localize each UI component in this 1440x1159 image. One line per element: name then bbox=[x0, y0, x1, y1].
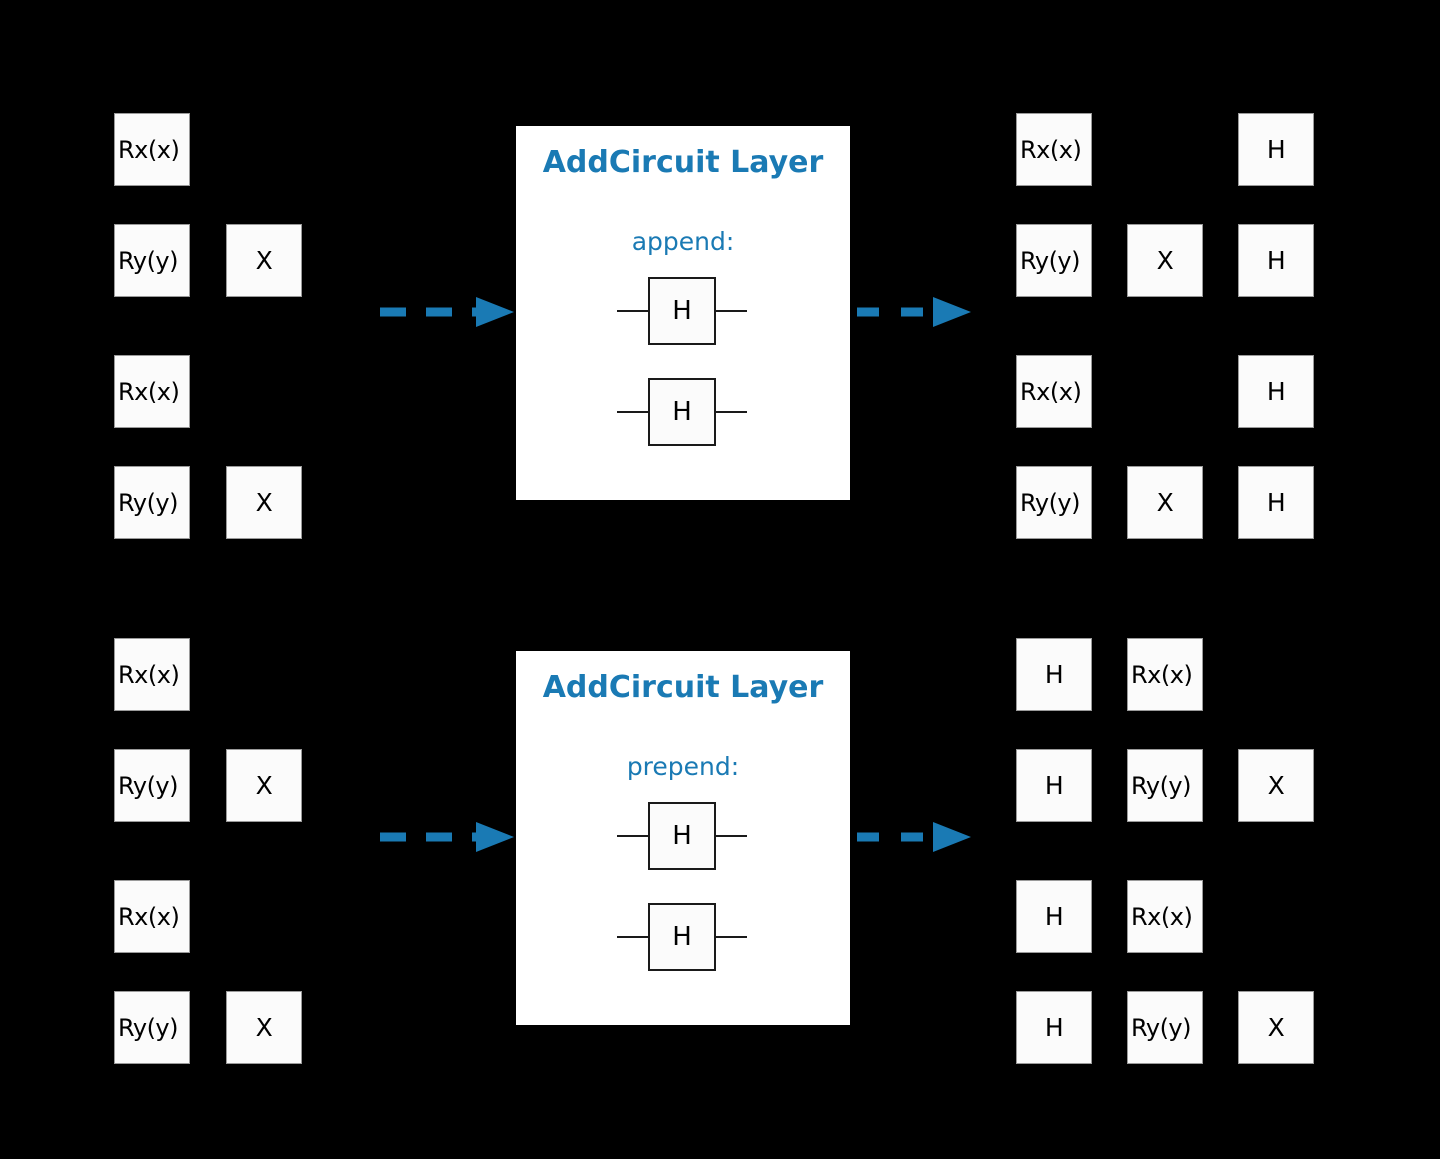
out-gate-rx-q2: Rx(x) bbox=[1016, 355, 1092, 428]
wire2-left-0 bbox=[617, 835, 648, 837]
subgate2-h-0: H bbox=[648, 802, 716, 870]
gate2-rx-q0: Rx(x) bbox=[114, 638, 190, 711]
out-gate-h-q2: H bbox=[1238, 355, 1314, 428]
out-gate-rx-q0: Rx(x) bbox=[1016, 113, 1092, 186]
arrow-out-of-layer-prepend bbox=[855, 817, 973, 857]
wire-left-1 bbox=[617, 411, 648, 413]
gate2-ry-q1: Ry(y) bbox=[114, 749, 190, 822]
arrow-out-of-layer-append bbox=[855, 292, 973, 332]
panel-mode-label-prepend: prepend: bbox=[626, 752, 740, 781]
out-gate-h-q3: H bbox=[1238, 466, 1314, 539]
subgate-h-0: H bbox=[648, 277, 716, 345]
gate-x-q3: X bbox=[226, 466, 302, 539]
out-gate-x-q3: X bbox=[1127, 466, 1203, 539]
out-gate-h-q1: H bbox=[1238, 224, 1314, 297]
wire2-right-0 bbox=[716, 835, 747, 837]
gate2-x-q3: X bbox=[226, 991, 302, 1064]
wire-right-1 bbox=[716, 411, 747, 413]
out2-gate-h-q2: H bbox=[1016, 880, 1092, 953]
out2-gate-ry-q1: Ry(y) bbox=[1127, 749, 1203, 822]
gate-x-q1: X bbox=[226, 224, 302, 297]
subcircuit-gate-row-1-prepend: H bbox=[617, 903, 747, 971]
gate-ry-q1: Ry(y) bbox=[114, 224, 190, 297]
wire-left-0 bbox=[617, 310, 648, 312]
arrow-into-layer-prepend bbox=[378, 817, 516, 857]
wire2-left-1 bbox=[617, 936, 648, 938]
subgate-h-1: H bbox=[648, 378, 716, 446]
out2-gate-x-q3: X bbox=[1238, 991, 1314, 1064]
subcircuit-gate-row-0-prepend: H bbox=[617, 802, 747, 870]
panel-title-append: AddCircuit Layer bbox=[542, 145, 824, 180]
addcircuit-layer-panel-prepend: AddCircuit Layer prepend: H H bbox=[516, 651, 850, 1025]
subcircuit-gate-row-0-append: H bbox=[617, 277, 747, 345]
out2-gate-h-q0: H bbox=[1016, 638, 1092, 711]
out2-gate-ry-q3: Ry(y) bbox=[1127, 991, 1203, 1064]
out2-gate-x-q1: X bbox=[1238, 749, 1314, 822]
addcircuit-layer-panel-append: AddCircuit Layer append: H H bbox=[516, 126, 850, 500]
subcircuit-gate-row-1-append: H bbox=[617, 378, 747, 446]
out2-gate-h-q3: H bbox=[1016, 991, 1092, 1064]
out-gate-ry-q3: Ry(y) bbox=[1016, 466, 1092, 539]
wire2-right-1 bbox=[716, 936, 747, 938]
wire-right-0 bbox=[716, 310, 747, 312]
out2-gate-h-q1: H bbox=[1016, 749, 1092, 822]
out-gate-h-q0: H bbox=[1238, 113, 1314, 186]
gate-ry-q3: Ry(y) bbox=[114, 466, 190, 539]
out2-gate-rx-q2: Rx(x) bbox=[1127, 880, 1203, 953]
out2-gate-rx-q0: Rx(x) bbox=[1127, 638, 1203, 711]
panel-mode-label-append: append: bbox=[631, 227, 735, 256]
gate-rx-q0: Rx(x) bbox=[114, 113, 190, 186]
subgate2-h-1: H bbox=[648, 903, 716, 971]
gate-rx-q2: Rx(x) bbox=[114, 355, 190, 428]
gate2-x-q1: X bbox=[226, 749, 302, 822]
panel-title-prepend: AddCircuit Layer bbox=[542, 670, 824, 705]
gate2-rx-q2: Rx(x) bbox=[114, 880, 190, 953]
arrow-into-layer-append bbox=[378, 292, 516, 332]
out-gate-x-q1: X bbox=[1127, 224, 1203, 297]
gate2-ry-q3: Ry(y) bbox=[114, 991, 190, 1064]
out-gate-ry-q1: Ry(y) bbox=[1016, 224, 1092, 297]
